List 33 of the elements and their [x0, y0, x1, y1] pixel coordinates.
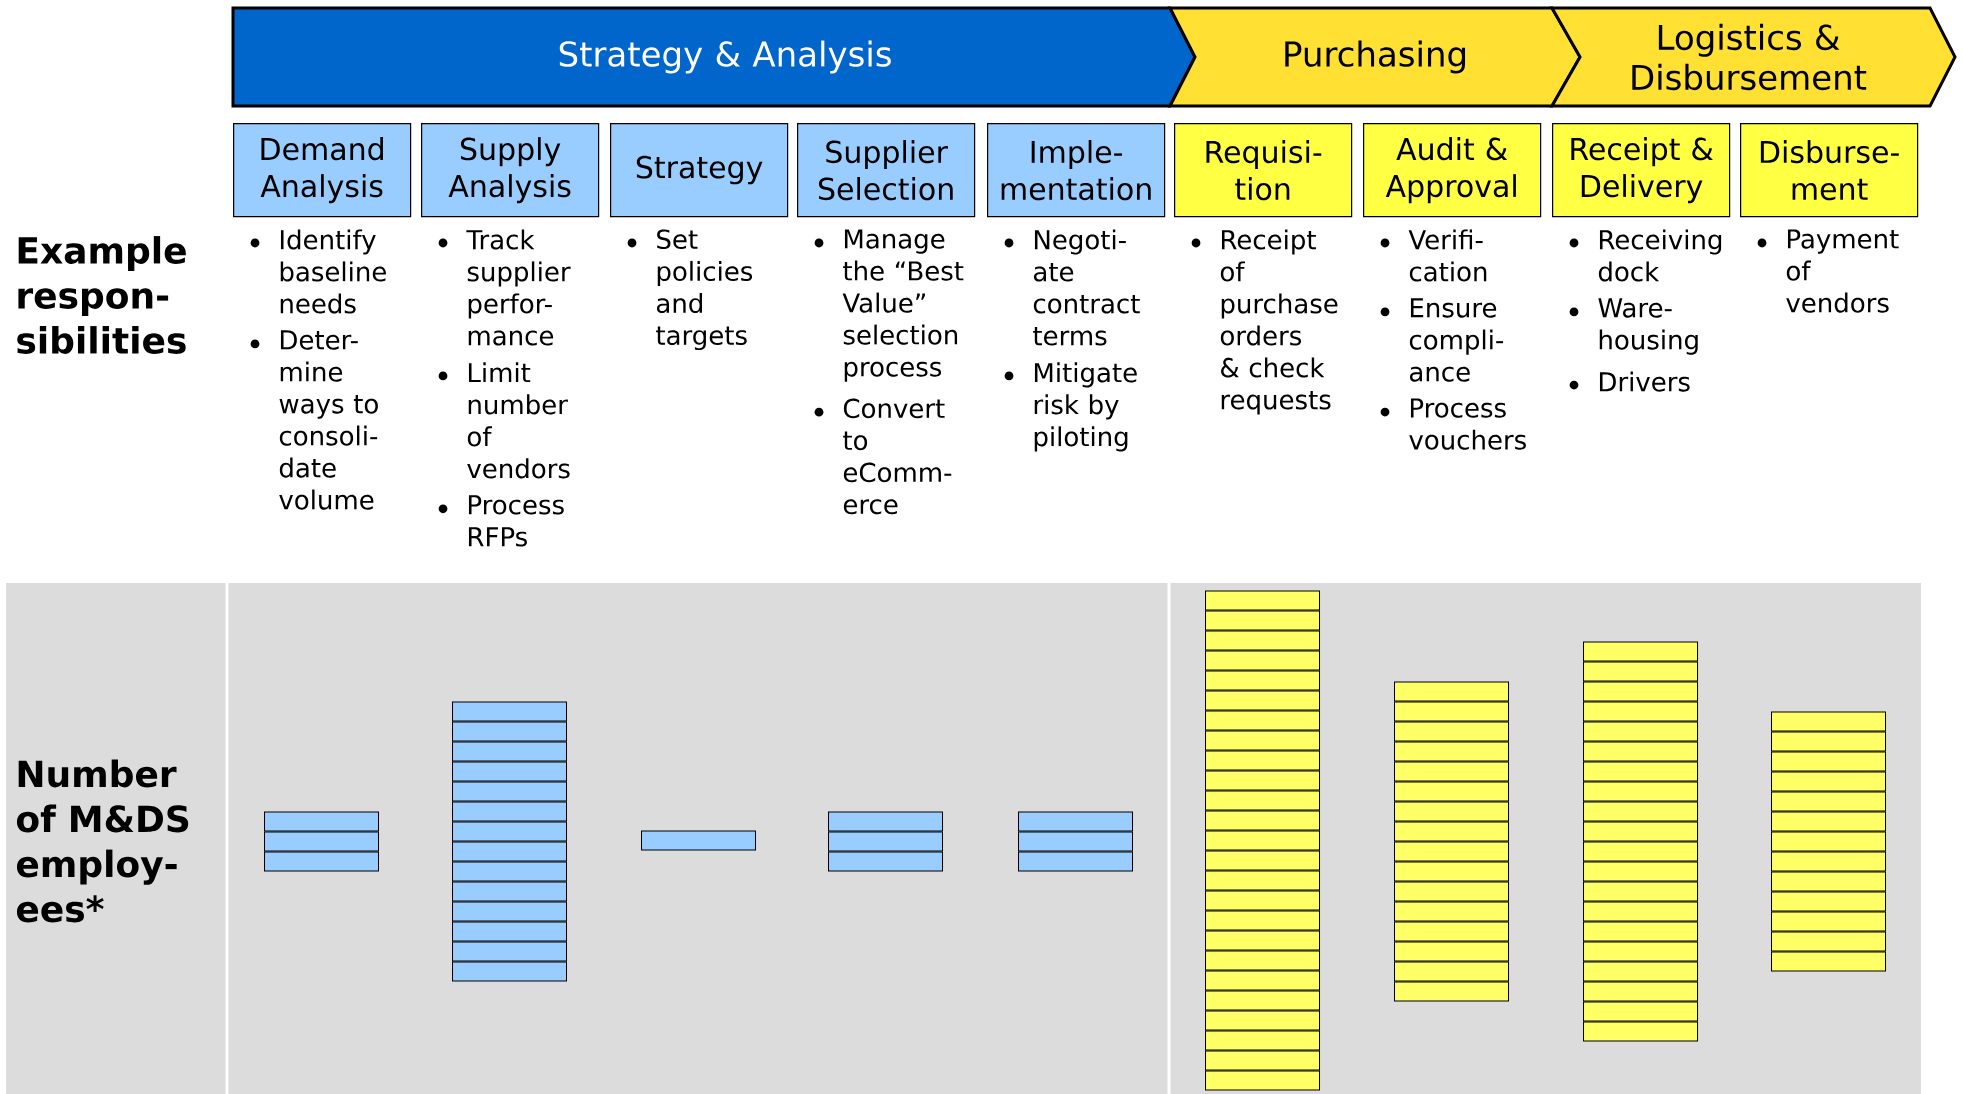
bullet-item: Limit number of vendors — [438, 362, 570, 479]
step-box: Imple- mentation — [987, 123, 1166, 218]
step-box: Demand Analysis — [233, 123, 412, 218]
step-box: Audit & Approval — [1363, 123, 1542, 218]
bullet-item: Negoti- ate contract terms — [1004, 229, 1140, 346]
step-box: Supplier Selection — [797, 123, 976, 218]
bullet-item: Payment of vendors — [1757, 229, 1899, 313]
step-box: Receipt & Delivery — [1552, 123, 1731, 218]
step-box: Strategy — [610, 123, 789, 218]
bullet-item: Process vouchers — [1380, 398, 1526, 450]
node-label: Logistics & Disbursement — [1632, 23, 1867, 91]
bullet-item: Mitigate risk by piloting — [1004, 362, 1137, 452]
phase-band: Purchasing — [1167, 6, 1582, 108]
bullet-item: Drivers — [1569, 371, 1690, 392]
bullet-item: Set policies and targets — [627, 229, 753, 351]
phase-band: Strategy & Analysis — [231, 6, 1197, 108]
bullet-item: Convert to eComm- erce — [814, 398, 952, 515]
bullet-item: Receipt of purchase orders & check requests — [1191, 229, 1338, 415]
bullet-item: Track supplier perfor- mance — [438, 229, 571, 346]
bullet-item: Ensure compli- ance — [1380, 298, 1504, 382]
bullet-item: Receiving dock — [1569, 229, 1722, 282]
row-label: Number of M&DS employ- ees* — [16, 759, 189, 923]
step-box: Requisi- tion — [1174, 123, 1353, 218]
bullet-item: Deter- mine ways to consoli- date volume — [250, 330, 378, 510]
bullet-item: Manage the “Best Value” selection process — [814, 229, 964, 382]
bullet-item: Ware- housing — [1569, 298, 1698, 355]
step-box: Supply Analysis — [421, 123, 600, 218]
bullet-item: Process RFPs — [438, 495, 564, 547]
bullet-item: Verifi- cation — [1380, 229, 1487, 282]
phase-band: Logistics & Disbursement — [1549, 6, 1957, 108]
bullet-item: Identify baseline needs — [250, 229, 386, 314]
row-label: Example respon- sibilities — [17, 236, 186, 354]
step-box: Disburse- ment — [1740, 123, 1919, 218]
